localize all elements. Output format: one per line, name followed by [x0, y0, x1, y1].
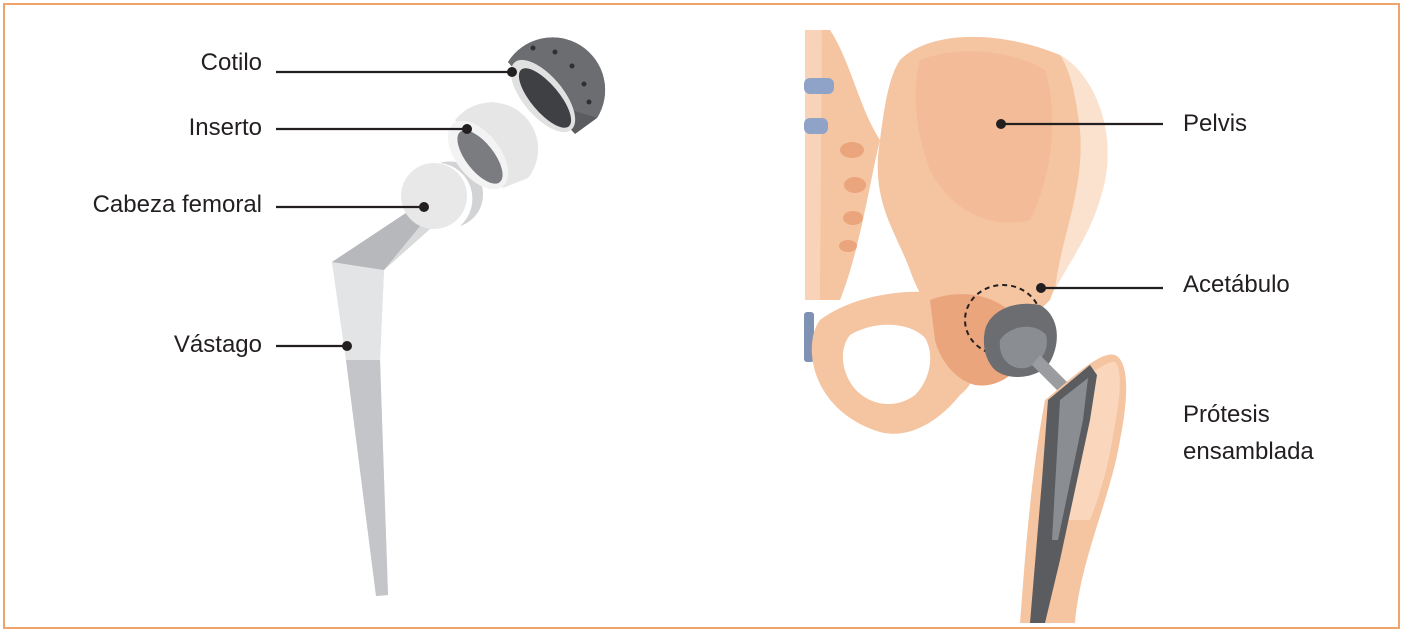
leader-dot-inserto	[462, 124, 472, 134]
label-vastago: Vástago	[130, 331, 262, 360]
stem-illustration	[332, 205, 438, 596]
femur-illustration	[1020, 354, 1126, 623]
label-protesis-line1: Prótesis	[1183, 401, 1270, 430]
label-pelvis: Pelvis	[1183, 110, 1247, 139]
leader-dot-vastago	[342, 341, 352, 351]
label-protesis-line2: ensamblada	[1183, 438, 1314, 467]
leader-dot-cotilo	[507, 67, 517, 77]
label-cabeza-femoral: Cabeza femoral	[40, 191, 262, 220]
label-cotilo: Cotilo	[150, 49, 262, 78]
label-inserto: Inserto	[150, 114, 262, 143]
leader-dot-cabeza	[419, 202, 429, 212]
label-acetabulo: Acetábulo	[1183, 271, 1290, 300]
assembled-cup-illustration	[984, 304, 1075, 398]
